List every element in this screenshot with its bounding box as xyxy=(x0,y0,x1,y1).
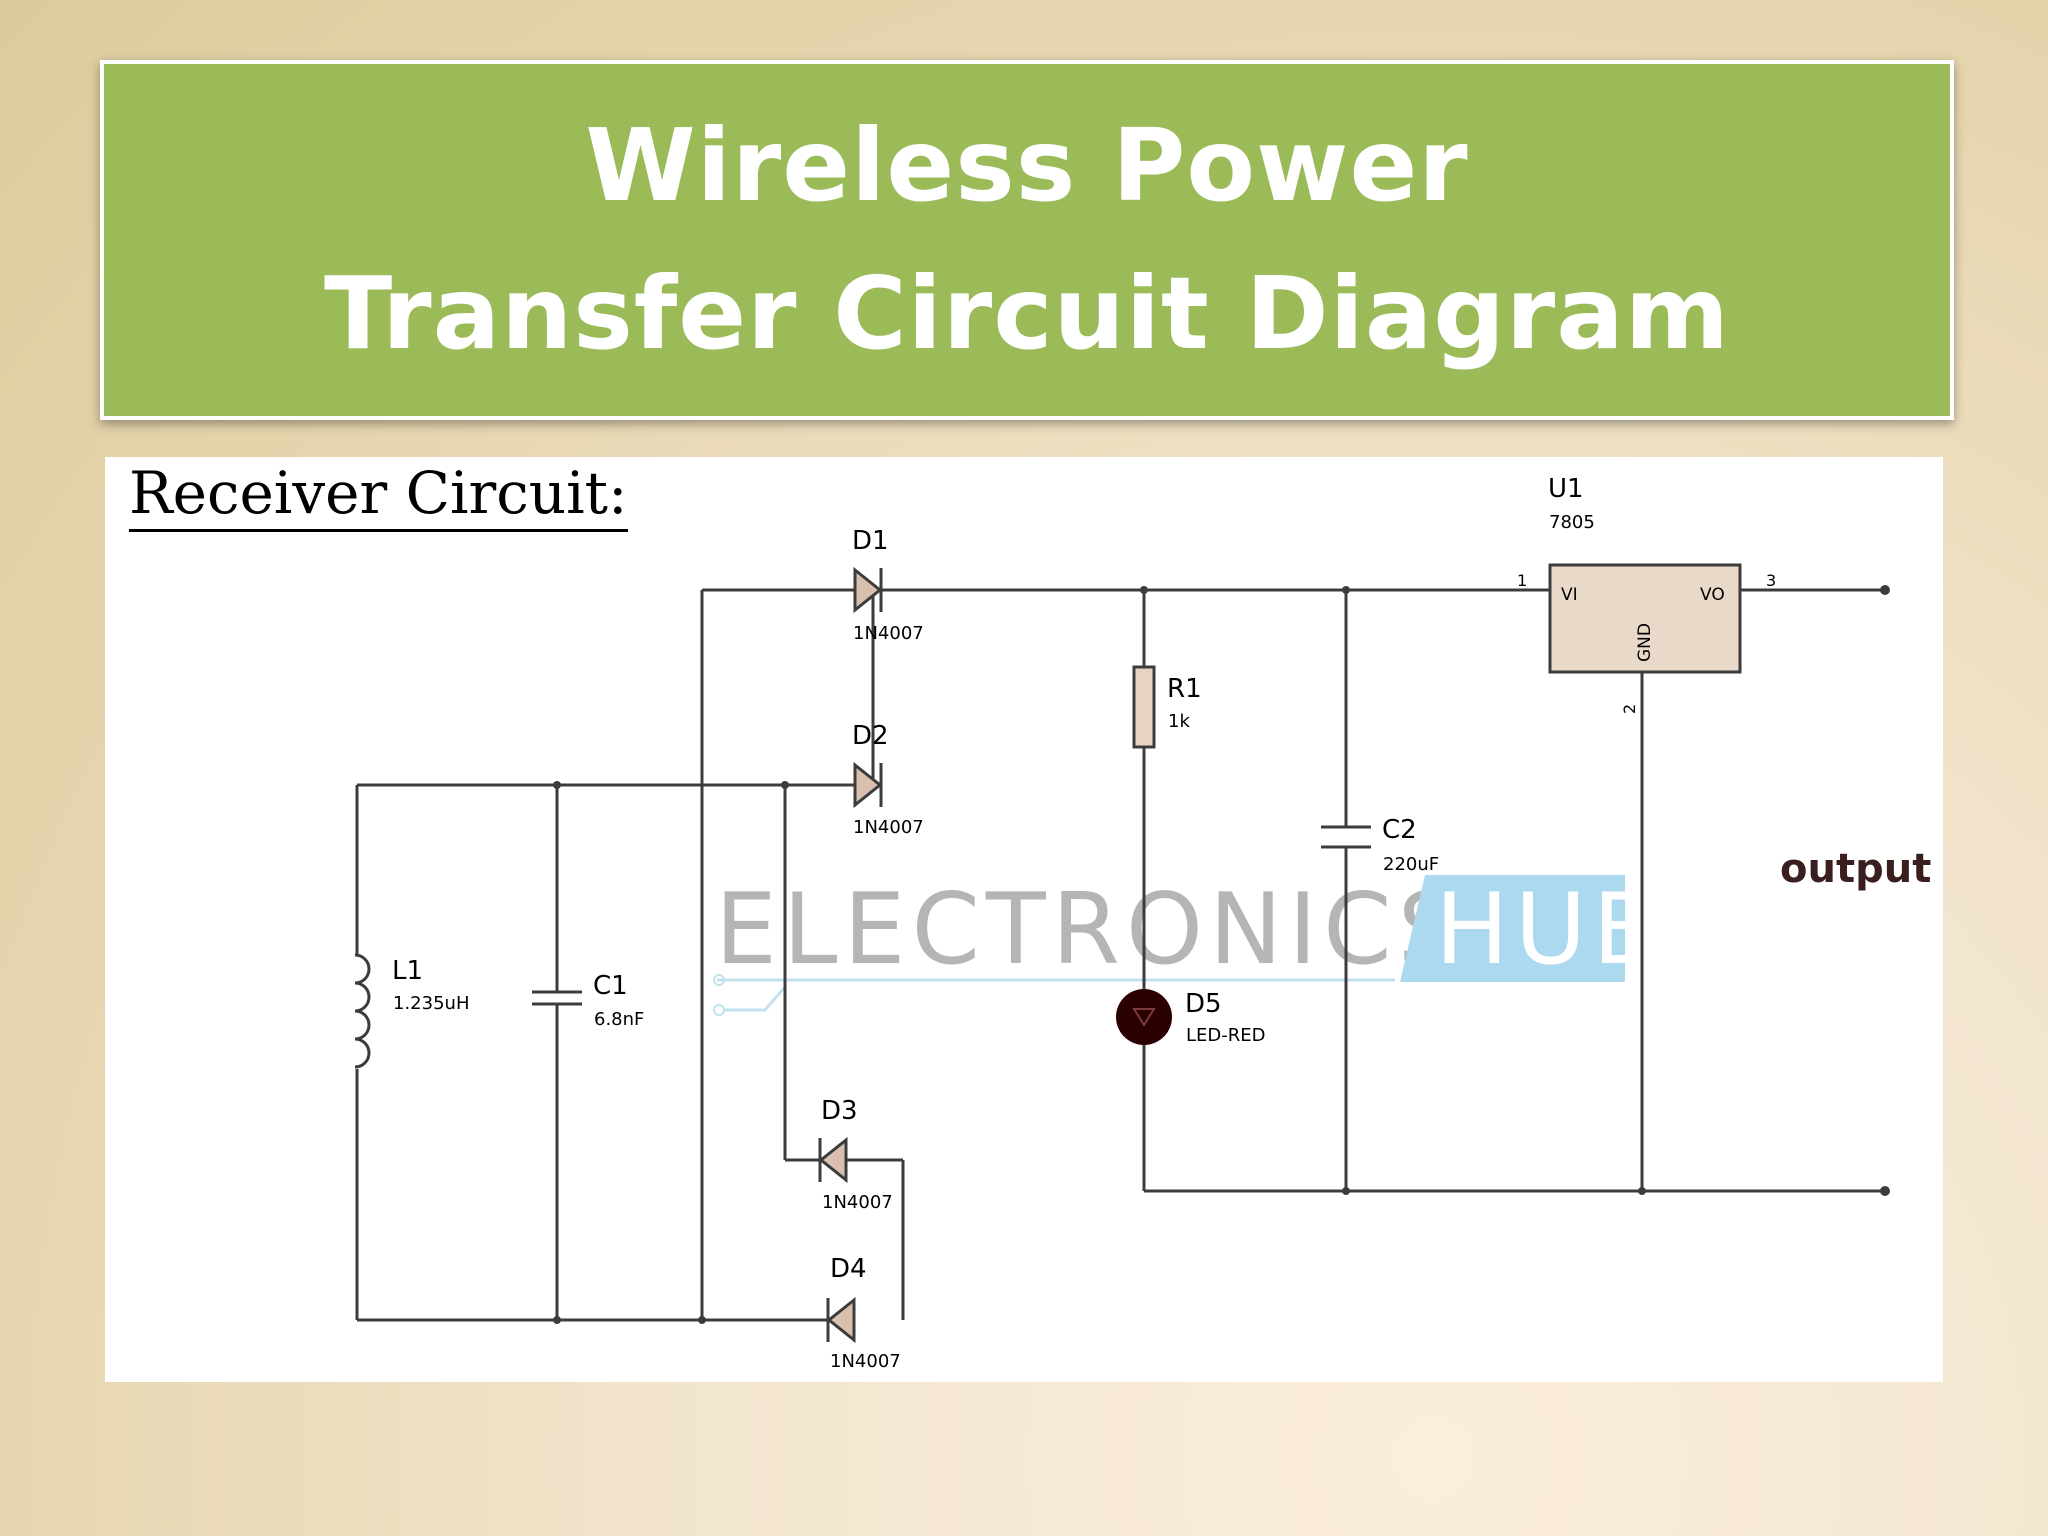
led-d5: D5 LED-RED xyxy=(1116,989,1266,1046)
title-banner: Wireless Power Transfer Circuit Diagram xyxy=(100,60,1954,420)
watermark: ELECTRONICS HUB xyxy=(713,873,1666,1016)
d3-label: D3 xyxy=(821,1096,858,1126)
u1-pin-gnd: GND xyxy=(1635,623,1655,662)
title-line-1: Wireless Power xyxy=(585,107,1469,224)
title-line-2: Transfer Circuit Diagram xyxy=(324,255,1730,372)
diode-d1: D1 1N4007 xyxy=(852,526,924,644)
d5-value: LED-RED xyxy=(1186,1025,1266,1046)
r1-label: R1 xyxy=(1167,674,1202,704)
regulator-u1: U1 7805 VI VO GND 1 3 2 xyxy=(1500,474,1776,714)
l1-value: 1.235uH xyxy=(393,993,469,1014)
capacitor-c1: C1 6.8nF xyxy=(532,971,644,1030)
watermark-text-right: HUB xyxy=(1435,873,1666,987)
u1-pin1: 1 xyxy=(1517,571,1527,590)
u1-pin-vo: VO xyxy=(1700,585,1725,605)
u1-pin3: 3 xyxy=(1766,571,1776,590)
inductor-l1: L1 1.235uH xyxy=(354,953,469,1069)
c2-label: C2 xyxy=(1382,815,1417,845)
watermark-text-left: ELECTRONICS xyxy=(715,873,1466,987)
d2-value: 1N4007 xyxy=(853,817,924,838)
capacitor-c2: C2 220uF xyxy=(1321,815,1439,875)
circuit-diagram-panel: Receiver Circuit: ELECTRONICS HUB xyxy=(105,457,1943,1382)
diode-d4: D4 1N4007 xyxy=(826,1254,901,1372)
watermark-badge xyxy=(1400,875,1625,982)
circuit-schematic: ELECTRONICS HUB xyxy=(354,474,1931,1372)
c1-label: C1 xyxy=(593,971,628,1001)
d4-value: 1N4007 xyxy=(830,1351,901,1372)
u1-pin-vi: VI xyxy=(1561,585,1578,605)
resistor-r1: R1 1k xyxy=(1132,665,1202,749)
junction-dots xyxy=(553,585,1890,1324)
diode-d2: D2 1N4007 xyxy=(852,721,924,838)
d3-value: 1N4007 xyxy=(822,1192,893,1213)
d5-label: D5 xyxy=(1185,989,1222,1019)
u1-value: 7805 xyxy=(1549,512,1595,533)
l1-label: L1 xyxy=(392,956,423,986)
u1-label: U1 xyxy=(1548,474,1584,504)
d4-label: D4 xyxy=(830,1254,867,1284)
diode-d3: D3 1N4007 xyxy=(818,1096,893,1213)
u1-pin2: 2 xyxy=(1620,704,1639,714)
d2-label: D2 xyxy=(852,721,889,751)
r1-value: 1k xyxy=(1168,711,1190,732)
output-label: output xyxy=(1780,846,1931,892)
d1-label: D1 xyxy=(852,526,889,556)
c1-value: 6.8nF xyxy=(594,1009,644,1030)
c2-value: 220uF xyxy=(1383,854,1439,875)
diagram-heading: Receiver Circuit: xyxy=(129,459,628,532)
d1-value: 1N4007 xyxy=(853,623,924,644)
